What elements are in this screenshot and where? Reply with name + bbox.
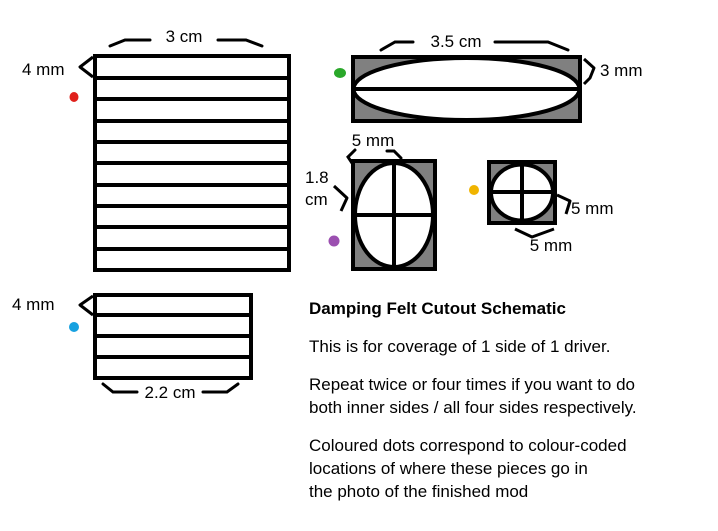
red-height-bracket (78, 55, 94, 79)
red-strips-piece (93, 54, 291, 272)
blue-width-label: 2.2 cm (144, 383, 195, 402)
notes-line-repeat: Repeat twice or four times if you want t… (309, 375, 637, 417)
green-width-bracket (379, 40, 570, 52)
purple-height-label-line2: cm (305, 190, 328, 209)
blue-height-label: 4 mm (12, 295, 55, 314)
yellow-height-label: 5 mm (571, 199, 614, 218)
green-height-bracket (582, 57, 596, 86)
green-height-label: 3 mm (600, 61, 643, 80)
yellow-height-bracket (556, 193, 572, 215)
red-width-bracket (108, 38, 264, 48)
purple-height-bracket (332, 184, 349, 212)
purple-cross-piece (351, 159, 437, 271)
schematic-title: Damping Felt Cutout Schematic (309, 299, 566, 318)
purple-width-label: 5 mm (352, 131, 395, 150)
blue-strips-piece (93, 293, 253, 380)
purple-width-bracket (346, 148, 403, 165)
notes-line-coverage: This is for coverage of 1 side of 1 driv… (309, 337, 611, 356)
yellow-width-bracket (514, 227, 555, 239)
purple-color-dot (328, 235, 340, 247)
yellow-width-label: 5 mm (530, 236, 573, 255)
purple-height-label-line1: 1.8 (305, 168, 329, 187)
blue-width-bracket (101, 382, 240, 394)
schematic-notes: Damping Felt Cutout Schematic This is fo… (309, 297, 709, 518)
blue-height-bracket (78, 294, 94, 317)
notes-line-colour-dots: Coloured dots correspond to colour-coded… (309, 436, 627, 501)
blue-color-dot (69, 322, 79, 332)
red-height-label: 4 mm (22, 60, 65, 79)
yellow-cross-piece (487, 160, 557, 225)
yellow-color-dot (469, 185, 479, 195)
green-color-dot (334, 68, 346, 78)
green-slot-piece (351, 55, 582, 123)
red-width-label: 3 cm (166, 27, 203, 46)
green-width-label: 3.5 cm (430, 32, 481, 51)
red-color-dot (69, 92, 79, 102)
